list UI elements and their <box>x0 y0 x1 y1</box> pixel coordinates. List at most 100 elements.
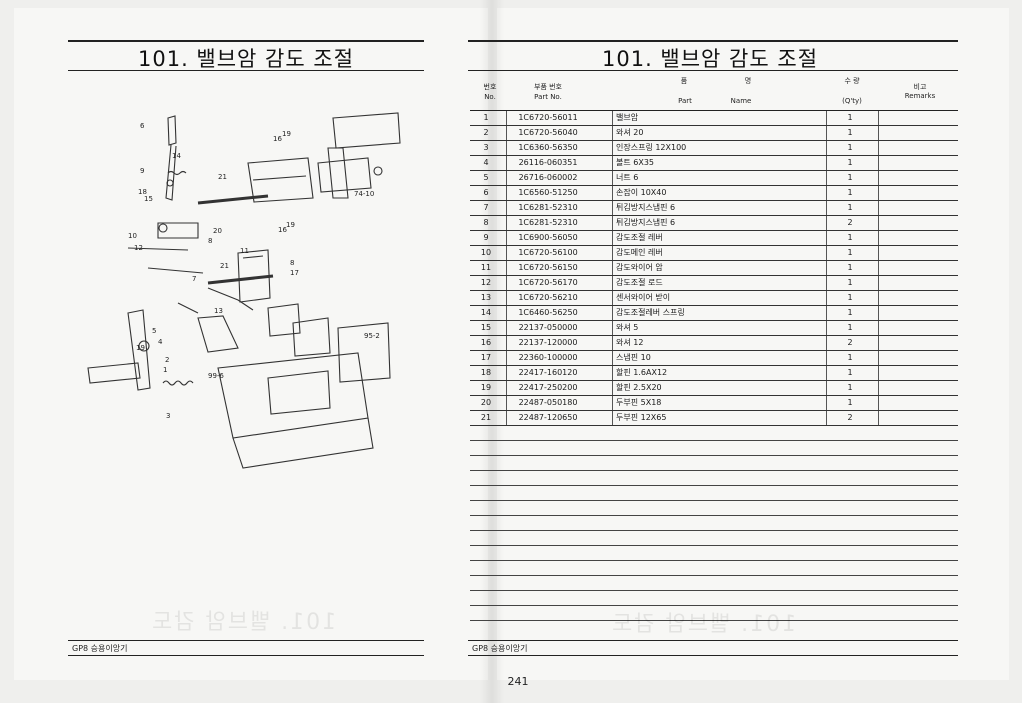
empty-rule <box>470 485 958 486</box>
empty-rule <box>470 530 958 531</box>
right-footer-text: GP8 승용이앙기 <box>472 644 528 653</box>
callout-19: 19 <box>282 130 291 138</box>
callout-13: 13 <box>214 307 223 315</box>
col-sep-4 <box>878 111 879 425</box>
left-page <box>14 8 488 680</box>
empty-rule <box>470 500 958 501</box>
callout-19c: 19 <box>136 344 145 352</box>
header-no-en: No. <box>484 93 496 101</box>
frame-rail <box>332 112 401 149</box>
callout-17: 17 <box>290 269 299 277</box>
right-title-rule-top <box>468 40 958 42</box>
header-no-ko: 번호 <box>483 83 497 91</box>
callout-99-6: 99-6 <box>208 372 224 380</box>
callout-8b: 8 <box>290 259 294 267</box>
empty-rule <box>470 605 958 606</box>
empty-rule <box>470 575 958 576</box>
left-title-rule-bottom <box>68 70 424 71</box>
empty-rule <box>470 515 958 516</box>
header-name-ko-1: 품 <box>680 77 688 85</box>
header-name-ko-2: 명 <box>744 77 752 85</box>
callout-18: 18 <box>138 188 147 196</box>
callout-14: 14 <box>172 152 181 160</box>
left-page-title: 101. 밸브암 감도 조절 <box>137 47 355 71</box>
col-sep-2 <box>612 111 613 425</box>
right-title-rule-bottom <box>468 70 958 71</box>
bleed-through-text-right: 101. 밸브암 감도 <box>610 612 797 637</box>
right-page-title: 101. 밸브암 감도 조절 <box>601 47 819 71</box>
callout-9: 9 <box>140 167 144 175</box>
callout-2: 2 <box>165 356 169 364</box>
left-footer-text: GP8 승용이앙기 <box>72 644 128 653</box>
callout-6: 6 <box>140 122 145 130</box>
left-footer-rule <box>68 640 424 641</box>
book-gutter <box>480 0 504 703</box>
callout-20: 20 <box>213 227 222 235</box>
callout-10: 10 <box>128 232 137 240</box>
valve-arm <box>127 309 151 391</box>
callout-15: 15 <box>144 195 153 203</box>
page-number: 241 <box>507 675 529 688</box>
empty-rule <box>470 470 958 471</box>
empty-rule <box>470 590 958 591</box>
header-qty-ko: 수 량 <box>844 77 860 85</box>
empty-rule <box>470 455 958 456</box>
header-part-ko: 부품 번호 <box>534 83 562 91</box>
header-qty-en: (Q'ty) <box>842 97 862 105</box>
header-rule <box>470 110 958 111</box>
callout-16b: 16 <box>278 226 287 234</box>
right-footer-rule-bottom <box>468 655 958 656</box>
left-title-rule-top <box>68 40 424 42</box>
header-part-en: Part No. <box>534 93 562 101</box>
callout-11: 11 <box>240 247 249 255</box>
right-page <box>497 8 1009 680</box>
empty-rule <box>470 545 958 546</box>
callout-8: 8 <box>208 237 212 245</box>
header-remarks-en: Remarks <box>904 92 936 100</box>
callout-21b: 21 <box>220 262 229 270</box>
empty-rule <box>470 440 958 441</box>
empty-rule <box>470 560 958 561</box>
empty-rule <box>470 620 958 621</box>
callout-3: 3 <box>166 412 170 420</box>
right-footer-rule <box>468 640 958 641</box>
callout-16: 16 <box>273 135 282 143</box>
callout-4: 4 <box>158 338 163 346</box>
callout-95-2: 95-2 <box>364 332 380 340</box>
col-sep-1 <box>506 111 507 425</box>
header-name-en-2: Name <box>730 97 752 105</box>
header-remarks-ko: 비고 <box>913 83 927 91</box>
callout-12: 12 <box>134 244 143 252</box>
callout-74-10: 74-10 <box>354 190 374 198</box>
callout-21: 21 <box>218 173 227 181</box>
exploded-parts-diagram: 6 16 19 14 9 21 18 15 10 20 8 12 16 19 1… <box>87 112 401 469</box>
callout-19b: 19 <box>286 221 295 229</box>
callout-5: 5 <box>152 327 156 335</box>
callout-1: 1 <box>163 366 167 374</box>
header-name-en-1: Part <box>678 97 692 105</box>
handle <box>167 115 177 146</box>
col-sep-3 <box>826 111 827 425</box>
left-footer-rule-bottom <box>68 655 424 656</box>
callout-7: 7 <box>192 275 196 283</box>
